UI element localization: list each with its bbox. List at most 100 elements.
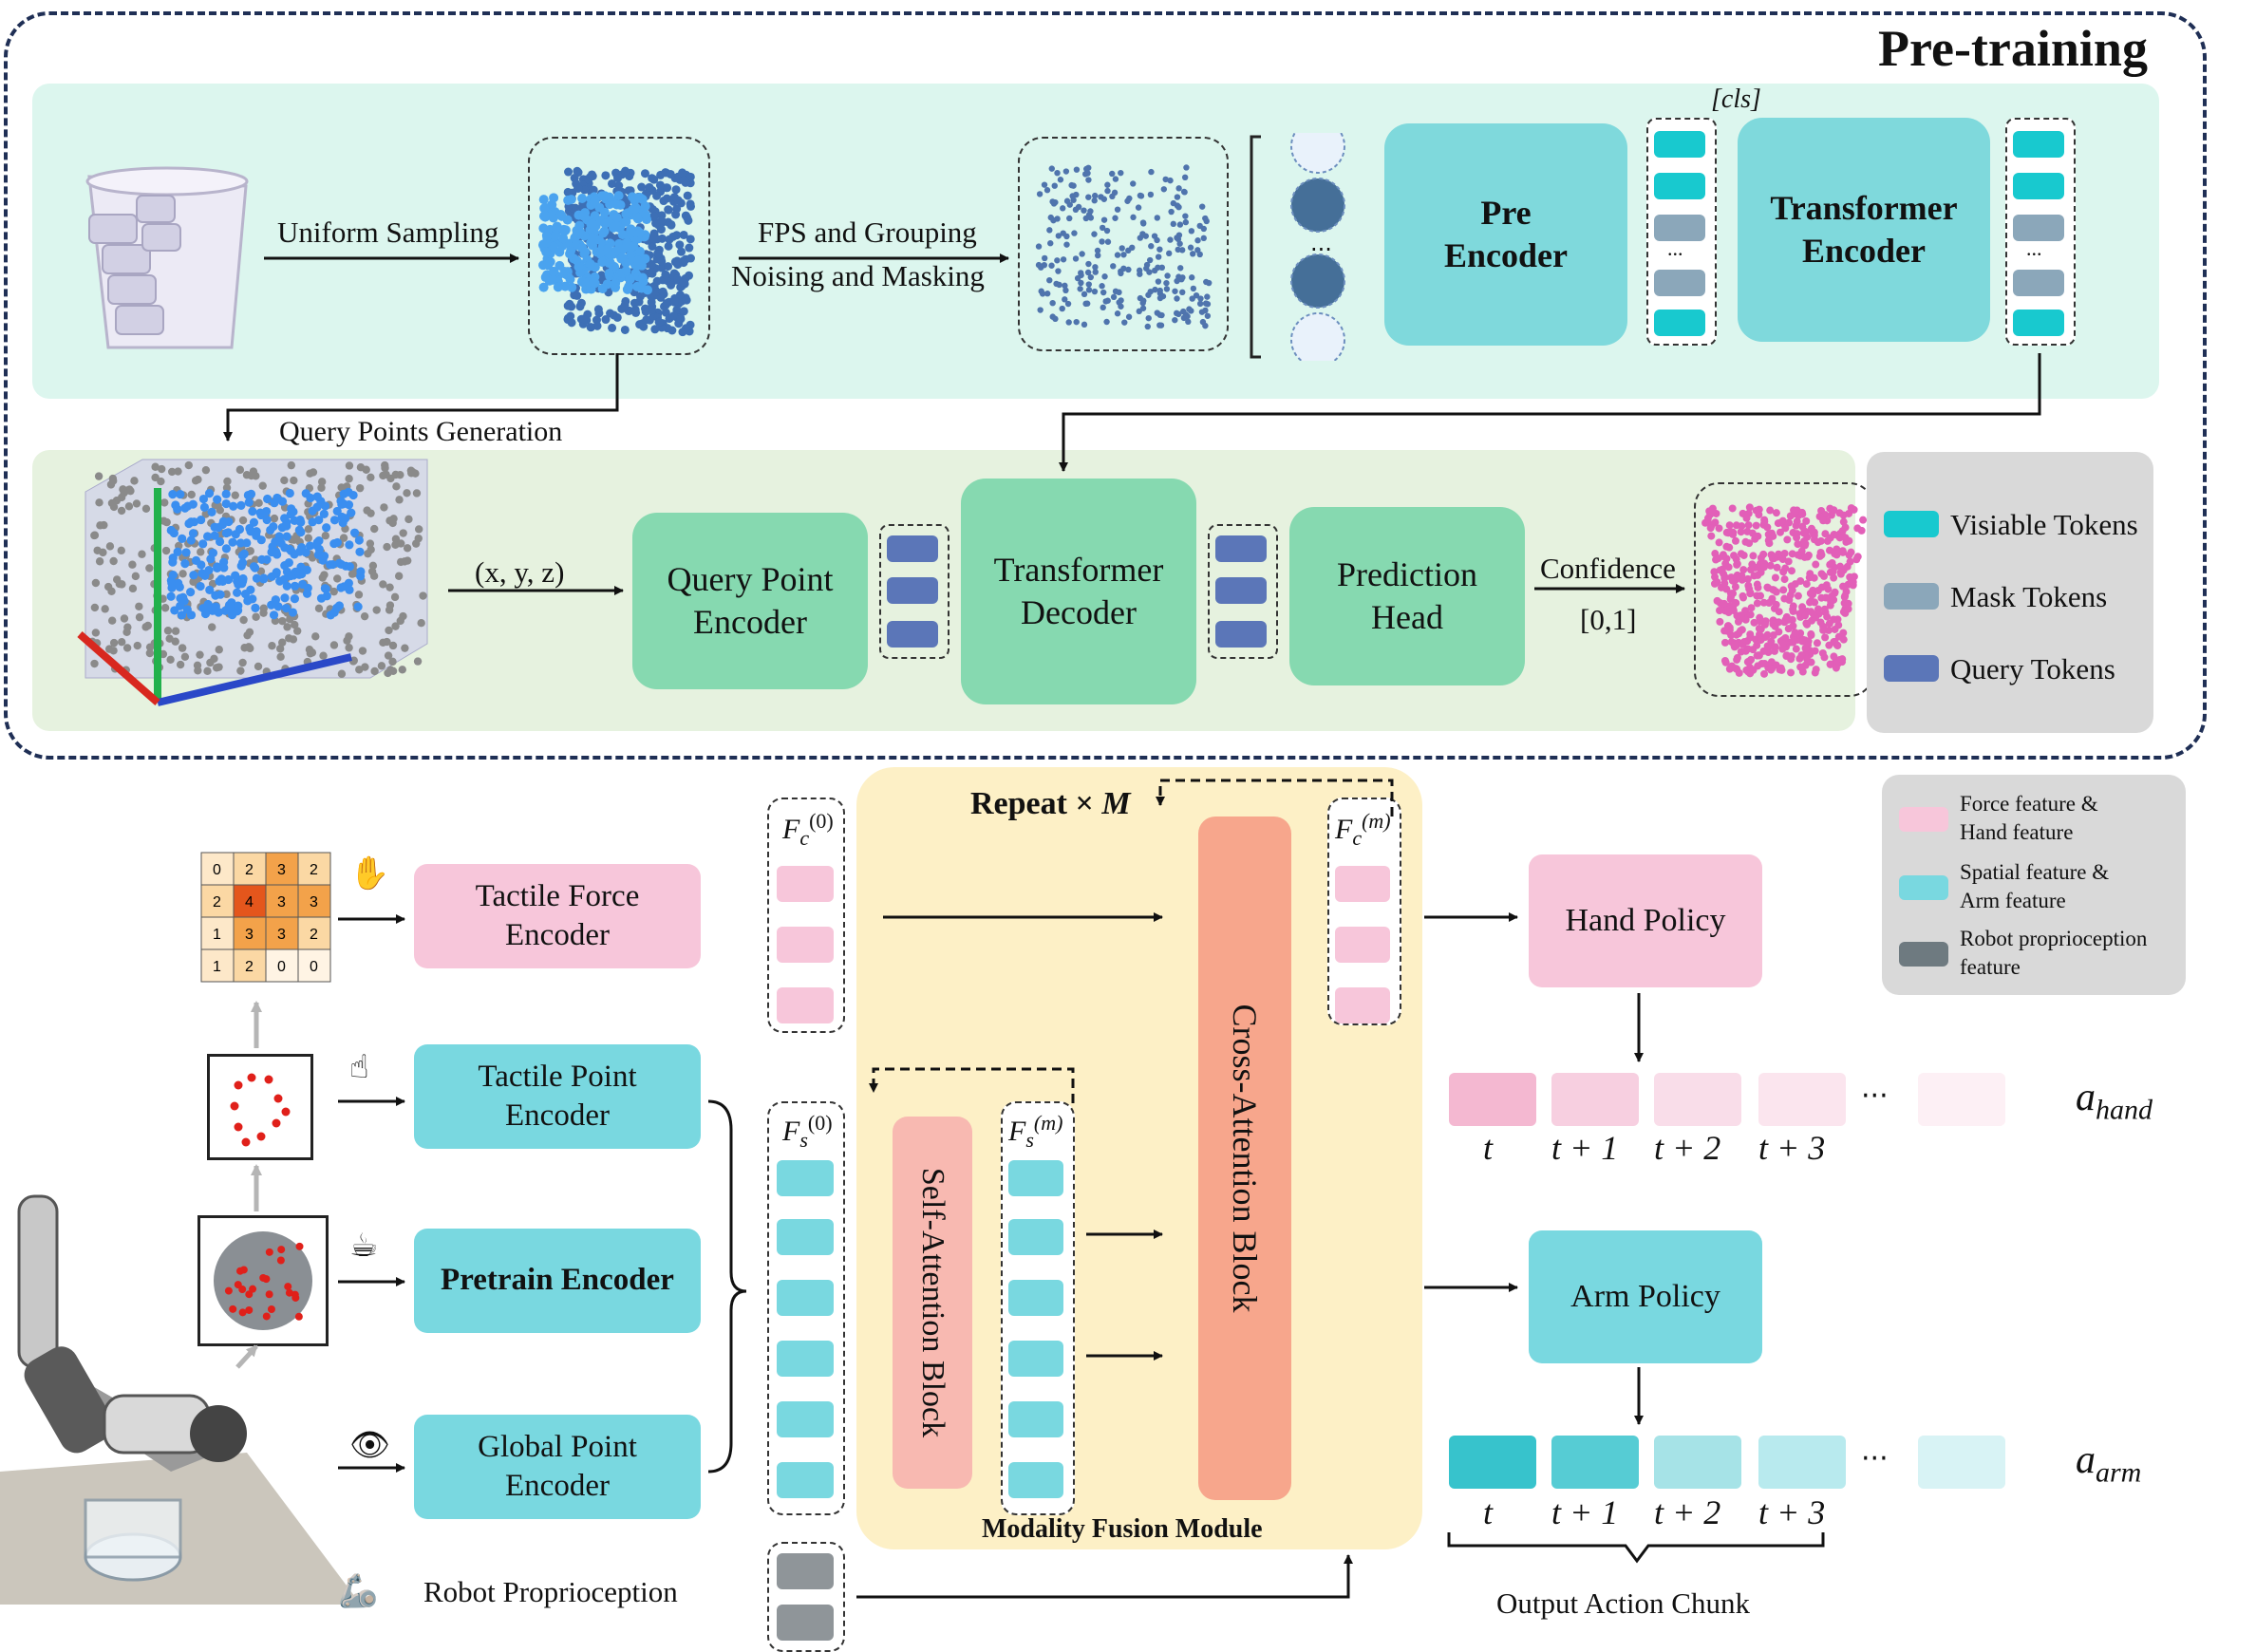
global-point-line1: Global Point xyxy=(478,1429,637,1464)
grouped-point xyxy=(1178,276,1185,283)
sampled-point xyxy=(649,212,659,221)
predicted-point xyxy=(1821,633,1830,642)
object-point xyxy=(207,507,216,517)
query-point xyxy=(361,663,369,671)
grouped-point xyxy=(1166,250,1173,257)
grouped-point xyxy=(1182,218,1190,226)
query-point xyxy=(399,529,407,537)
predicted-point xyxy=(1760,669,1769,678)
query-point xyxy=(381,463,389,473)
contact-point xyxy=(295,1242,304,1250)
a-hand-sub: hand xyxy=(2096,1094,2153,1126)
predicted-point xyxy=(1830,652,1838,661)
sampled-point xyxy=(632,281,643,291)
query-point xyxy=(130,477,139,485)
pre-encoder: Pre Encoder xyxy=(1384,123,1627,346)
query-point xyxy=(203,666,212,676)
query-point xyxy=(197,548,205,556)
object-point xyxy=(319,509,329,518)
query-point xyxy=(141,623,150,631)
point-patch-group: ... xyxy=(1242,133,1346,361)
grouped-point xyxy=(1094,247,1101,254)
sampled-point xyxy=(684,216,693,225)
predicted-point xyxy=(1741,537,1750,546)
object-point xyxy=(282,532,291,541)
predicted-point xyxy=(1753,641,1761,649)
predicted-point xyxy=(1815,552,1824,560)
tactile-cell xyxy=(200,948,235,983)
spatial-feature-token xyxy=(777,1280,834,1316)
predicted-point xyxy=(1746,610,1755,619)
self-attention-block xyxy=(893,1117,972,1489)
query-point xyxy=(314,604,324,613)
query-point xyxy=(401,644,409,652)
object-point xyxy=(199,502,210,513)
predicted-point xyxy=(1820,605,1829,613)
output-action-chunk-label: Output Action Chunk xyxy=(1496,1586,1750,1620)
arm-action-t3 xyxy=(1758,1436,1846,1489)
predicted-point xyxy=(1767,659,1776,667)
grouped-point xyxy=(1125,313,1133,320)
query-point xyxy=(345,461,354,470)
grouped-point xyxy=(1085,177,1092,183)
sampled-point xyxy=(667,280,676,290)
object-point xyxy=(206,554,216,564)
grouped-point xyxy=(1059,305,1065,312)
grouped-point xyxy=(1120,265,1127,272)
query-point xyxy=(369,572,379,580)
grouped-point xyxy=(1188,228,1195,235)
grouped-point xyxy=(1202,307,1209,314)
object-point xyxy=(339,582,348,591)
grouped-point xyxy=(1056,281,1062,289)
predicted-point xyxy=(1750,618,1758,627)
grouped-point xyxy=(1091,192,1099,199)
query-point xyxy=(176,660,185,669)
tactile-cell xyxy=(297,884,331,918)
query-point xyxy=(131,572,141,581)
query-point xyxy=(278,638,287,647)
predicted-point xyxy=(1794,591,1802,600)
predicted-point xyxy=(1769,532,1777,540)
object-point xyxy=(204,489,215,498)
sampled-point xyxy=(588,218,598,229)
predicted-point xyxy=(1757,591,1765,600)
query-point xyxy=(231,491,239,499)
object-point xyxy=(252,531,261,540)
tactile-cell xyxy=(265,948,299,983)
object-point xyxy=(289,507,298,516)
predicted-point xyxy=(1731,536,1739,545)
sampled-point xyxy=(589,185,598,195)
sampled-point xyxy=(548,274,558,285)
grouped-point xyxy=(1060,205,1066,212)
sampled-point xyxy=(538,195,549,205)
object-point xyxy=(255,508,265,517)
grouped-point xyxy=(1104,297,1111,304)
sampled-point xyxy=(647,297,656,307)
tactile-cell xyxy=(265,884,299,918)
grouped-point xyxy=(1065,319,1072,326)
predicted-point xyxy=(1772,509,1780,517)
query-point xyxy=(103,582,113,591)
predicted-point xyxy=(1827,511,1835,519)
grouped-point xyxy=(1204,293,1211,300)
object-point xyxy=(305,541,315,551)
query-point xyxy=(283,623,291,631)
grouped-point xyxy=(1196,300,1204,308)
predicted-point xyxy=(1778,640,1787,648)
grouped-point xyxy=(1066,201,1073,208)
grouped-point xyxy=(1064,300,1072,308)
predicted-point xyxy=(1781,633,1790,642)
query-point xyxy=(117,506,126,516)
query-point xyxy=(210,654,218,664)
sampled-point xyxy=(659,197,668,206)
query-point xyxy=(243,630,252,640)
query-point xyxy=(187,490,196,499)
object-point xyxy=(176,601,185,610)
object-point xyxy=(320,584,329,593)
predicted-point xyxy=(1771,643,1779,651)
visible-token xyxy=(2013,310,2064,336)
fs0-label: Fs(0) xyxy=(782,1111,833,1153)
grouped-point xyxy=(1170,220,1176,228)
sampled-point xyxy=(611,199,622,210)
sampled-point xyxy=(586,323,595,332)
